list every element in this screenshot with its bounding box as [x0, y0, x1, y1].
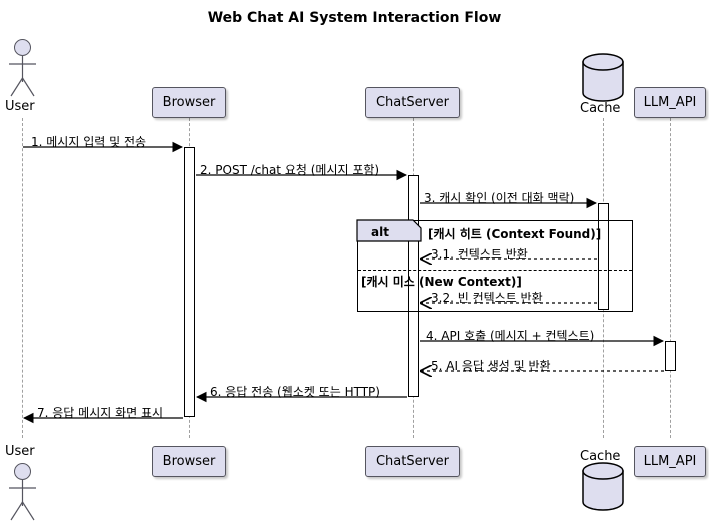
participant-box-browser-bottom[interactable]: Browser	[152, 446, 226, 477]
alt-guard-branch-1: [캐시 히트 (Context Found)]	[428, 227, 602, 241]
participant-label-cache-bottom: Cache	[580, 449, 621, 464]
alt-guard-branch-2: [캐시 미스 (New Context)]	[361, 275, 522, 289]
message-label-1: 1. 메시지 입력 및 전송	[31, 135, 147, 149]
alt-branch-divider	[358, 270, 632, 271]
activation-bar-cache	[598, 203, 609, 310]
participant-label-chatserver-top: ChatServer	[375, 95, 449, 110]
participant-label-cache-top: Cache	[580, 101, 621, 116]
participant-box-llmapi-bottom[interactable]: LLM_API	[634, 446, 706, 477]
participant-box-chatserver-bottom[interactable]: ChatServer	[365, 446, 460, 477]
activation-bar-chatserver	[408, 175, 419, 397]
message-label-2: 2. POST /chat 요청 (메시지 포함)	[200, 163, 380, 177]
lifeline-user	[22, 118, 23, 438]
message-label-3-1: 3.1. 컨텍스트 반환	[431, 247, 528, 261]
message-label-3: 3. 캐시 확인 (이전 대화 맥락)	[424, 191, 575, 205]
participant-label-chatserver-bottom: ChatServer	[375, 454, 449, 469]
message-label-5: 5. AI 응답 생성 및 반환	[431, 359, 551, 373]
participant-label-user-top: User	[5, 99, 35, 114]
participant-label-user-bottom: User	[5, 444, 35, 459]
participant-label-llmapi-bottom: LLM_API	[643, 454, 697, 469]
diagram-title: Web Chat AI System Interaction Flow	[207, 10, 502, 26]
participant-box-chatserver-top[interactable]: ChatServer	[365, 87, 460, 118]
participant-label-browser-bottom: Browser	[162, 454, 216, 469]
activation-bar-browser	[184, 147, 195, 417]
message-label-3-2: 3.2. 빈 컨텍스트 반환	[431, 291, 543, 305]
message-label-6: 6. 응답 전송 (웹소켓 또는 HTTP)	[210, 385, 380, 399]
message-label-7: 7. 응답 메시지 화면 표시	[37, 406, 164, 420]
actor-head-user-bottom	[14, 463, 31, 480]
participant-box-browser-top[interactable]: Browser	[152, 87, 226, 118]
activation-bar-llmapi	[665, 341, 676, 371]
participant-box-llmapi-top[interactable]: LLM_API	[634, 87, 706, 118]
alt-operator-label: alt	[371, 225, 389, 239]
alt-fragment-frame	[357, 220, 633, 312]
lifeline-llmapi	[670, 118, 671, 438]
message-label-4: 4. API 호출 (메시지 + 컨텍스트)	[426, 329, 595, 343]
participant-label-browser-top: Browser	[162, 95, 216, 110]
actor-head-user-top	[14, 39, 31, 56]
participant-label-llmapi-top: LLM_API	[643, 95, 697, 110]
